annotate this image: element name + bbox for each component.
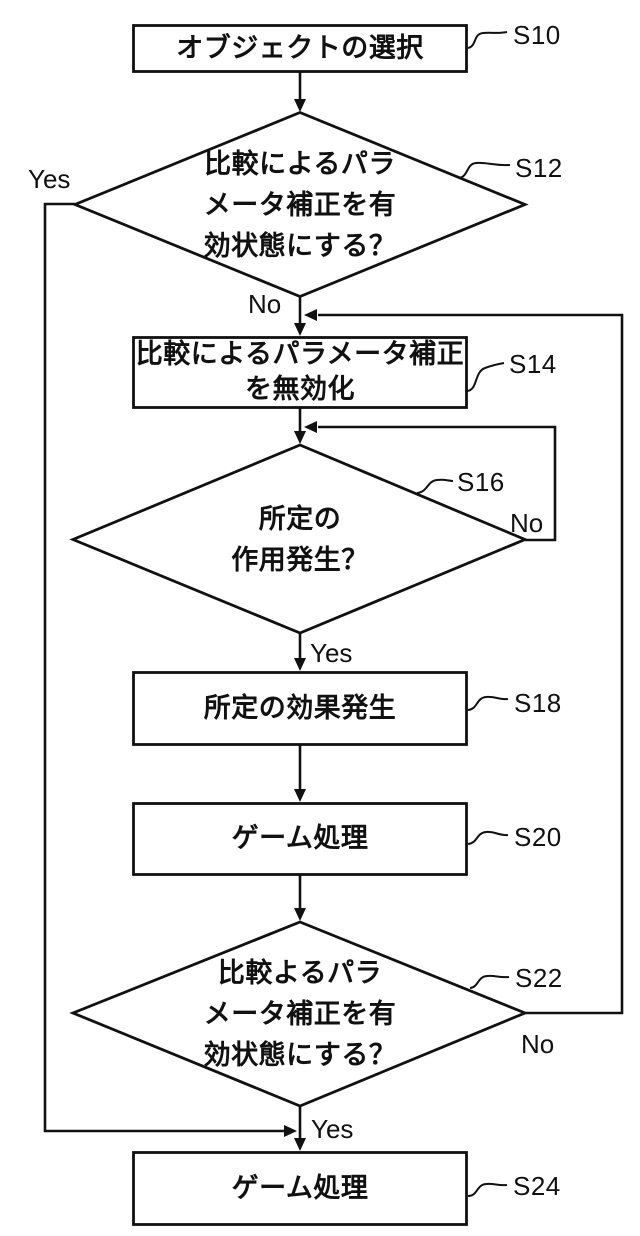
branch-label-s16-yes: Yes: [310, 638, 353, 668]
node-s18-label: 所定の効果発生: [203, 692, 397, 723]
node-s12-label: 比較によるパラ メータ補正を有 効状態にする？: [203, 148, 397, 261]
branch-label-s22-yes: Yes: [311, 1114, 354, 1144]
diamond-s22-shape: [69, 920, 529, 1108]
step-label-s14: S14: [509, 349, 557, 379]
arrowhead-into-s18: [294, 658, 306, 671]
step-label-s22: S22: [515, 963, 563, 993]
node-s10: オブジェクトの選択: [133, 25, 467, 71]
leader-s20: [467, 830, 509, 845]
node-s12: 比較によるパラ メータ補正を有 効状態にする？: [140, 140, 460, 270]
branch-label-s12-no: No: [248, 289, 282, 319]
step-label-s20: S20: [514, 822, 562, 852]
connector-s12-yes-bypass: [43, 202, 284, 1133]
arrowhead-s12-yes-junction: [284, 1125, 297, 1137]
leader-s14: [466, 362, 505, 392]
step-label-s10: S10: [513, 20, 561, 50]
step-label-s18: S18: [514, 688, 562, 718]
node-s14-label: 比較によるパラメータ補正 を無効化: [135, 339, 465, 404]
leader-s16: [416, 478, 454, 494]
node-s24: ゲーム処理: [133, 1152, 467, 1224]
leader-s22: [469, 974, 510, 989]
step-label-s24: S24: [513, 1171, 561, 1201]
arrowhead-into-s12: [294, 99, 306, 112]
box-s20-shape: [132, 802, 468, 876]
diamond-s12-shape: [71, 110, 529, 299]
node-s16: 所定の 作用発生？: [140, 496, 460, 584]
branch-label-s16-no: No: [510, 508, 544, 538]
leader-s24: [467, 1182, 508, 1197]
arrowhead-into-s16: [294, 431, 306, 444]
node-s16-label: 所定の 作用発生？: [231, 504, 369, 575]
node-s10-label: オブジェクトの選択: [176, 32, 424, 63]
node-s24-label: ゲーム処理: [231, 1172, 369, 1203]
node-s22-label: 比較よるパラ メータ補正を有 効状態にする？: [203, 957, 397, 1070]
arrowhead-s16-no-junction: [304, 421, 317, 433]
box-s24-shape: [132, 1151, 468, 1226]
node-s14: 比較によるパラメータ補正 を無効化: [133, 337, 467, 407]
arrowhead-into-s24: [294, 1138, 306, 1151]
leader-s12: [458, 161, 511, 179]
connector-s22-no-feedback: [318, 313, 624, 1015]
step-label-s16: S16: [457, 467, 505, 497]
node-s20-label: ゲーム処理: [231, 823, 369, 853]
step-label-s12: S12: [515, 153, 563, 183]
node-s22: 比較よるパラ メータ補正を有 効状態にする？: [140, 949, 460, 1079]
node-s18: 所定の効果発生: [133, 672, 467, 744]
box-s14-shape: [132, 336, 468, 409]
leader-s18: [467, 695, 509, 711]
arrowhead-s22-no-junction: [304, 309, 317, 321]
box-s10-shape: [132, 24, 468, 73]
arrowhead-into-s22: [294, 908, 306, 921]
box-s18-shape: [132, 671, 468, 746]
arrowhead-into-s14: [294, 323, 306, 336]
branch-label-s22-no: No: [521, 1029, 555, 1059]
leader-s10: [467, 31, 508, 49]
arrowhead-into-s20: [294, 789, 306, 802]
node-s20: ゲーム処理: [133, 803, 467, 874]
connector-s16-no-loop: [318, 425, 557, 542]
branch-label-s12-yes: Yes: [28, 164, 71, 194]
